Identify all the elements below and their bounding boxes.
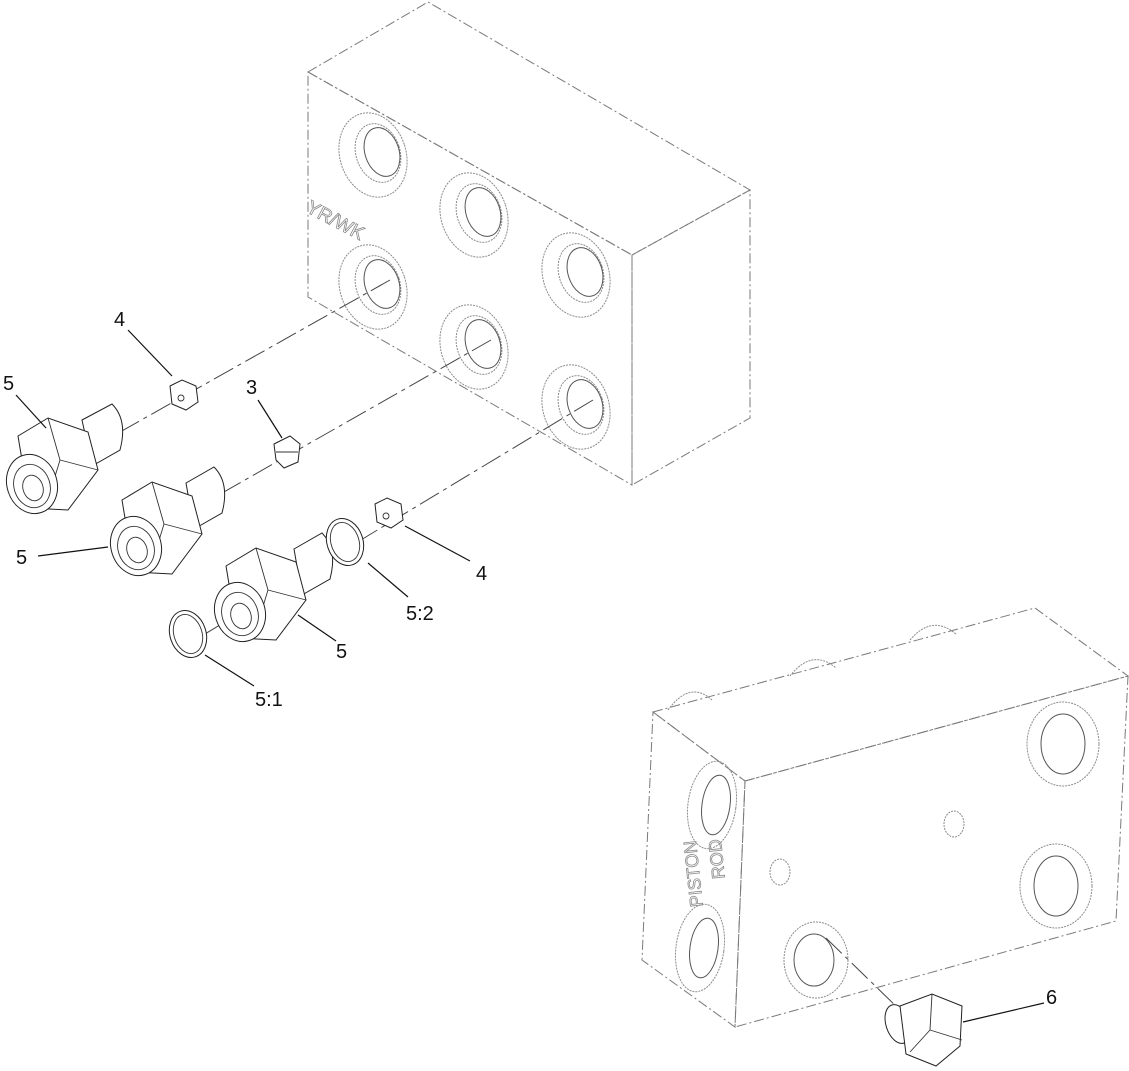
fitting-5-bottom <box>213 532 334 643</box>
upper-port <box>439 172 509 258</box>
lower-small-hole <box>943 810 965 838</box>
callout-6: 6 <box>1046 987 1058 1009</box>
upper-manifold-block <box>306 1 752 486</box>
callout-5-bottom: 5 <box>336 641 348 663</box>
o-ring-5-1 <box>168 610 208 658</box>
lower-front-port <box>1026 701 1100 787</box>
callout-5-1: 5:1 <box>255 689 283 711</box>
assembly-axes <box>119 279 903 1013</box>
orifice-nut-4-top <box>169 379 199 411</box>
upper-port <box>439 304 509 390</box>
lower-front-port <box>783 921 849 999</box>
lower-manifold-block <box>641 607 1129 1028</box>
o-ring-5-2 <box>325 518 365 566</box>
upper-port <box>338 244 408 330</box>
lower-small-hole <box>769 858 791 886</box>
callout-5-middle: 5 <box>16 547 28 569</box>
fitting-5-middle <box>109 466 226 577</box>
upper-port <box>541 364 611 450</box>
callout-5-2: 5:2 <box>406 603 434 625</box>
upper-port <box>338 112 408 198</box>
lower-front-port <box>1019 843 1093 929</box>
callout-4-top: 4 <box>114 309 126 331</box>
engraving-rod: ROD <box>704 838 729 881</box>
callout-5-top: 5 <box>3 373 15 395</box>
check-insert-3 <box>273 435 301 469</box>
lower-end-port <box>674 903 726 993</box>
fitting-5-top <box>5 403 124 515</box>
callout-4-bottom: 4 <box>476 563 488 585</box>
leader-lines <box>15 329 1045 1023</box>
orifice-nut-4-bottom <box>374 497 404 529</box>
plug-6 <box>884 993 963 1067</box>
upper-port <box>541 232 611 318</box>
callout-3: 3 <box>246 377 258 399</box>
lower-end-port <box>686 760 738 850</box>
